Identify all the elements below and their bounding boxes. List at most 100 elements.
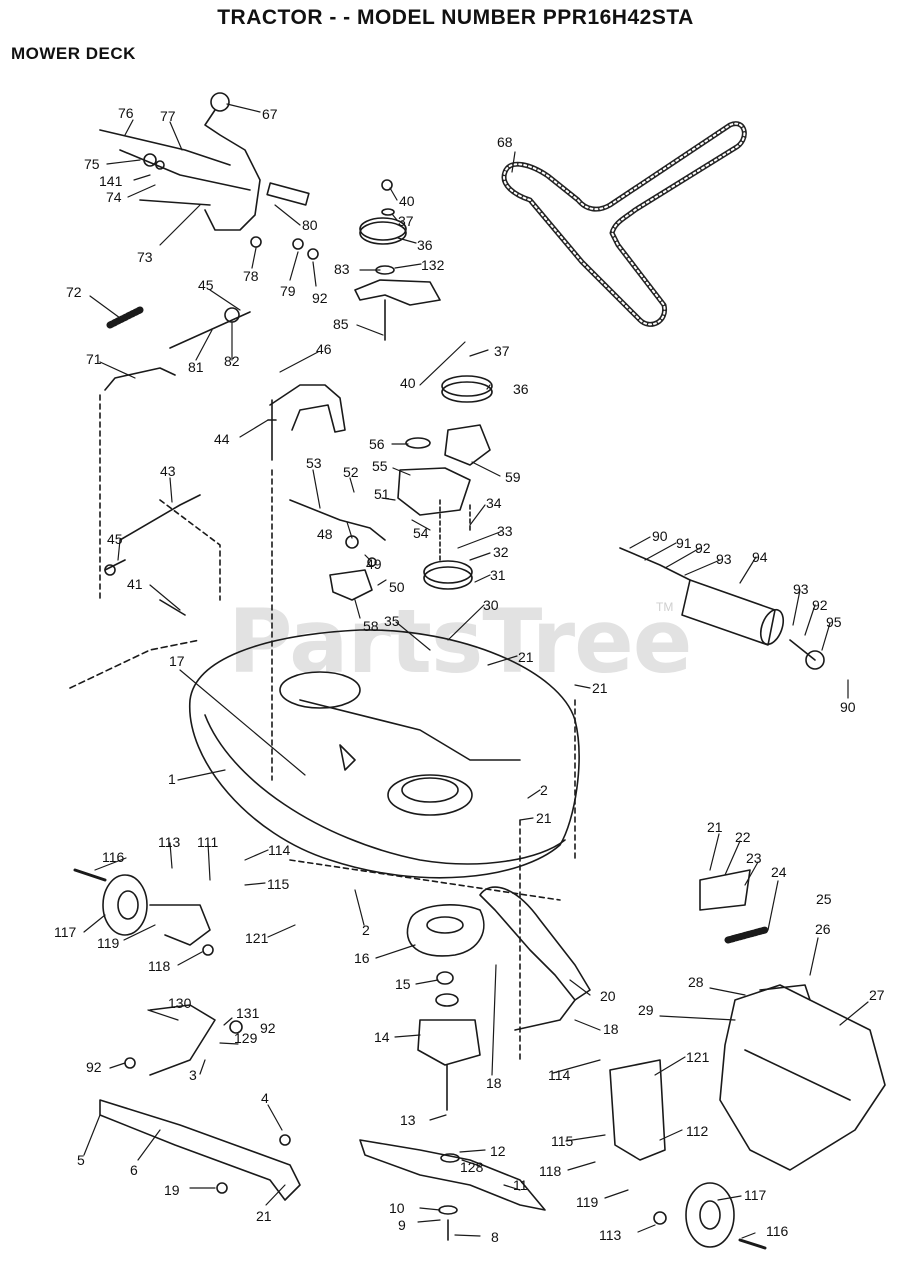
part-label: 52 bbox=[343, 464, 359, 480]
part-label: 115 bbox=[267, 876, 290, 892]
part-label: 37 bbox=[398, 213, 414, 229]
part-label: 24 bbox=[771, 864, 787, 880]
part-label: 77 bbox=[160, 108, 176, 124]
part-label: 28 bbox=[688, 974, 704, 990]
part-label: 113 bbox=[158, 834, 181, 850]
spring-and-arms bbox=[99, 306, 251, 601]
part-label: 116 bbox=[766, 1223, 789, 1239]
part-label: 131 bbox=[236, 1005, 260, 1021]
part-label: 73 bbox=[137, 249, 153, 265]
lift-handle-assembly bbox=[99, 92, 319, 260]
center-pulley-stack bbox=[289, 375, 493, 601]
part-label: 34 bbox=[486, 495, 502, 511]
part-label: 43 bbox=[160, 463, 176, 479]
part-label: 46 bbox=[316, 341, 332, 357]
part-label: 59 bbox=[505, 469, 521, 485]
part-label: 50 bbox=[389, 579, 405, 595]
part-label: 141 bbox=[99, 173, 123, 189]
part-label: 92 bbox=[312, 290, 328, 306]
part-label: 25 bbox=[816, 891, 832, 907]
part-label: 8 bbox=[491, 1229, 499, 1245]
part-label: 41 bbox=[127, 576, 143, 592]
part-label: 82 bbox=[224, 353, 240, 369]
part-label: 45 bbox=[107, 531, 123, 547]
part-label: 27 bbox=[869, 987, 885, 1003]
discharge-chute bbox=[719, 984, 886, 1171]
upper-idler-pulley bbox=[354, 179, 441, 341]
part-label: 13 bbox=[400, 1112, 416, 1128]
part-label: 117 bbox=[744, 1187, 767, 1203]
part-label: 80 bbox=[302, 217, 318, 233]
belt-drawing bbox=[501, 121, 747, 327]
part-label: 51 bbox=[374, 486, 390, 502]
part-label: 53 bbox=[306, 455, 322, 471]
part-label: 58 bbox=[363, 618, 379, 634]
part-label: 54 bbox=[413, 525, 429, 541]
part-label: 85 bbox=[333, 316, 349, 332]
part-label: 21 bbox=[536, 810, 552, 826]
part-label: 32 bbox=[493, 544, 509, 560]
part-label: 35 bbox=[384, 613, 400, 629]
part-label: 10 bbox=[389, 1200, 405, 1216]
part-label: 114 bbox=[548, 1067, 571, 1083]
trademark-symbol: TM bbox=[656, 600, 674, 614]
part-label: 44 bbox=[214, 431, 230, 447]
left-lift-links bbox=[104, 494, 221, 616]
section-title: MOWER DECK bbox=[11, 44, 136, 63]
part-label: 21 bbox=[256, 1208, 272, 1224]
part-label: 20 bbox=[600, 988, 616, 1004]
part-label: 40 bbox=[399, 193, 415, 209]
part-label: 9 bbox=[398, 1217, 406, 1233]
part-label: 112 bbox=[686, 1123, 709, 1139]
part-label: 2 bbox=[540, 782, 548, 798]
front-lift-arm bbox=[99, 1004, 301, 1201]
part-label: 30 bbox=[483, 597, 499, 613]
part-label: 119 bbox=[576, 1194, 599, 1210]
part-label: 83 bbox=[334, 261, 350, 277]
part-label: 68 bbox=[497, 134, 513, 150]
part-label: 94 bbox=[752, 549, 768, 565]
part-label: 45 bbox=[198, 277, 214, 293]
part-label: 91 bbox=[676, 535, 692, 551]
part-label: 90 bbox=[840, 699, 856, 715]
part-label: 92 bbox=[86, 1059, 102, 1075]
part-label: 92 bbox=[695, 540, 711, 556]
part-label: 1 bbox=[168, 771, 176, 787]
part-label: 114 bbox=[268, 842, 291, 858]
part-label: 11 bbox=[513, 1177, 528, 1193]
part-label: 111 bbox=[197, 834, 218, 850]
part-label: 36 bbox=[417, 237, 433, 253]
leader-lines bbox=[83, 103, 869, 1239]
part-label: 23 bbox=[746, 850, 762, 866]
part-label: 21 bbox=[592, 680, 608, 696]
mower-deck-shell bbox=[69, 629, 580, 1061]
part-label: 119 bbox=[97, 935, 120, 951]
part-label: 95 bbox=[826, 614, 842, 630]
part-label: 92 bbox=[260, 1020, 276, 1036]
part-label: 29 bbox=[638, 1002, 654, 1018]
part-label: 113 bbox=[599, 1227, 622, 1243]
part-label: 132 bbox=[421, 257, 445, 273]
part-label: 56 bbox=[369, 436, 385, 452]
part-label: 21 bbox=[518, 649, 534, 665]
part-label: 18 bbox=[603, 1021, 619, 1037]
deck-bracket bbox=[267, 384, 346, 781]
part-label: 118 bbox=[148, 958, 171, 974]
part-label: 130 bbox=[168, 995, 192, 1011]
part-label: 79 bbox=[280, 283, 296, 299]
diagram-title: TRACTOR - - MODEL NUMBER PPR16H42STA bbox=[217, 6, 694, 29]
part-label: 5 bbox=[77, 1152, 85, 1168]
part-label: 12 bbox=[490, 1143, 506, 1159]
part-label: 90 bbox=[652, 528, 668, 544]
part-label: 93 bbox=[716, 551, 732, 567]
part-label: 129 bbox=[234, 1030, 258, 1046]
part-label: 19 bbox=[164, 1182, 180, 1198]
right-gauge-wheel bbox=[609, 869, 769, 1250]
part-label: 121 bbox=[686, 1049, 710, 1065]
part-label: 31 bbox=[490, 567, 506, 583]
part-label: 74 bbox=[106, 189, 122, 205]
anti-scalp-roller bbox=[619, 547, 825, 670]
part-label: 6 bbox=[130, 1162, 138, 1178]
part-label: 115 bbox=[551, 1133, 574, 1149]
left-gauge-wheel bbox=[73, 868, 214, 956]
